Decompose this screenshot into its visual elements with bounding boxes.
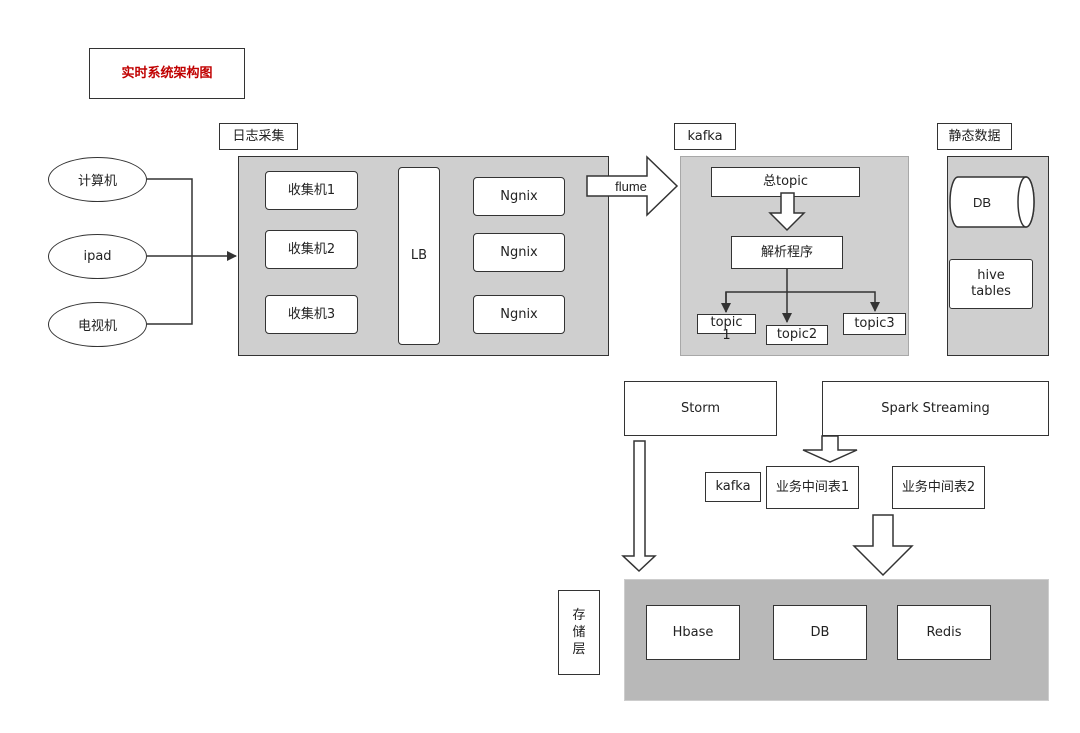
load-balancer: LB [398, 167, 440, 345]
source-tv: 电视机 [48, 302, 147, 347]
spark-to-biz-arrow [802, 435, 858, 463]
collector-1: 收集机1 [265, 171, 358, 210]
biz-table-2: 业务中间表2 [892, 466, 985, 509]
store-hbase: Hbase [646, 605, 740, 660]
source-ipad: ipad [48, 234, 147, 279]
storm-to-storage-arrow [621, 440, 657, 573]
biz-to-storage-arrow [852, 514, 914, 577]
flume-label: flume [615, 179, 647, 194]
topic-3: topic3 [843, 313, 906, 335]
section-label-log-collect: 日志采集 [219, 123, 298, 150]
source-computer: 计算机 [48, 157, 147, 202]
storm-box: Storm [624, 381, 777, 436]
section-label-kafka: kafka [674, 123, 736, 150]
nginx-1: Ngnix [473, 177, 565, 216]
collector-2: 收集机2 [265, 230, 358, 269]
static-db-cylinder [949, 176, 1035, 228]
store-redis: Redis [897, 605, 991, 660]
biz-table-1: 业务中间表1 [766, 466, 859, 509]
parser: 解析程序 [731, 236, 843, 269]
total-topic: 总topic [711, 167, 860, 197]
nginx-3: Ngnix [473, 295, 565, 334]
flume-arrow [586, 155, 679, 217]
topic-to-parser-arrow [768, 192, 806, 232]
hive-tables: hive tables [949, 259, 1033, 309]
storage-label: 存储层 [558, 590, 600, 675]
parser-topic-tree [721, 269, 880, 323]
collector-3: 收集机3 [265, 295, 358, 334]
section-label-static-data: 静态数据 [937, 123, 1012, 150]
static-db-label: DB [973, 195, 991, 210]
topic-2: topic2 [766, 325, 828, 345]
source-connector [147, 178, 237, 325]
spark-streaming-box: Spark Streaming [822, 381, 1049, 436]
store-db: DB [773, 605, 867, 660]
nginx-2: Ngnix [473, 233, 565, 272]
kafka-output: kafka [705, 472, 761, 502]
diagram-title: 实时系统架构图 [89, 48, 245, 99]
